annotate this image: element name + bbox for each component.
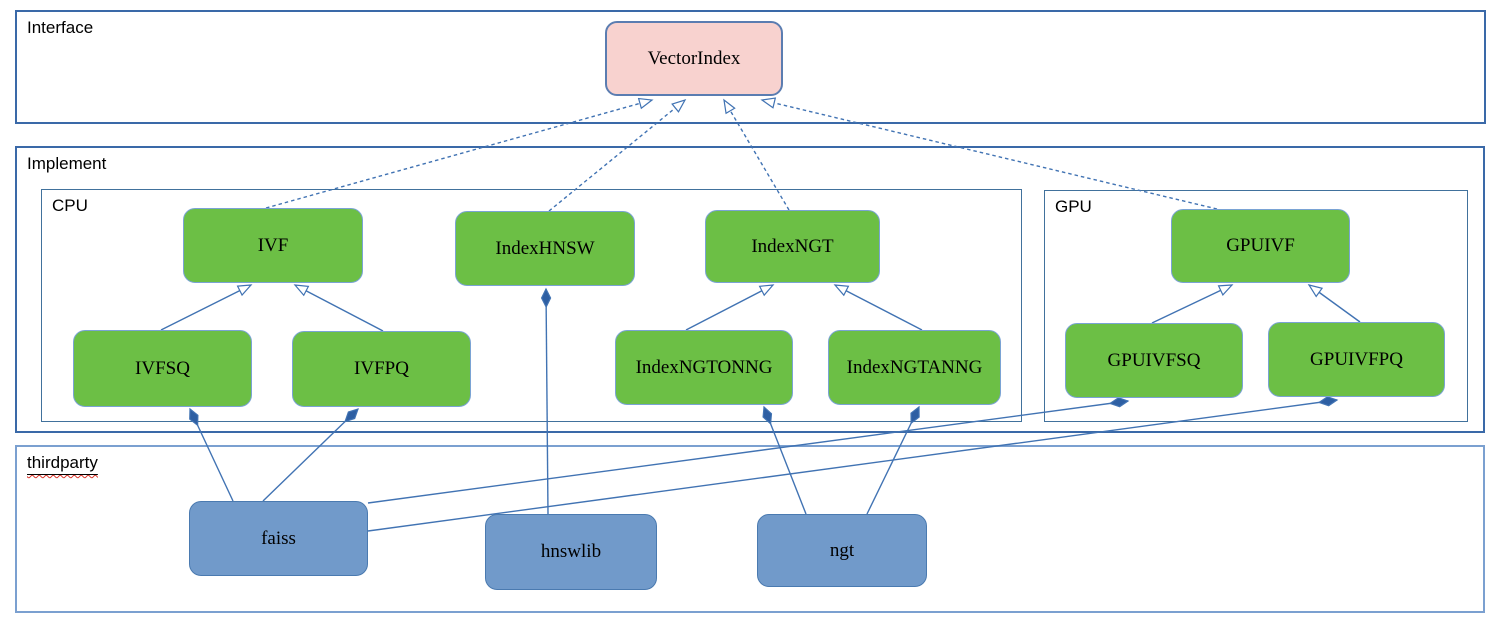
node-ivf[interactable]: IVF [183, 208, 363, 283]
node-label-ivf: IVF [257, 234, 289, 256]
node-label-hnswlib: hnswlib [540, 541, 602, 562]
node-hnswlib[interactable]: hnswlib [485, 514, 657, 590]
node-label-ivfsq: IVFSQ [135, 357, 190, 379]
container-label-wrap-interface: Interface [27, 18, 93, 38]
node-label-gpuivfpq: GPUIVFPQ [1310, 348, 1403, 370]
node-label-ngt: ngt [829, 539, 855, 561]
node-ivfsq[interactable]: IVFSQ [73, 330, 252, 407]
container-label-wrap-gpu: GPU [1055, 197, 1092, 217]
node-ivfpq[interactable]: IVFPQ [292, 331, 471, 407]
container-label-thirdparty: thirdparty [27, 453, 98, 472]
node-faiss[interactable]: faiss [189, 501, 368, 576]
node-label-ivfpq: IVFPQ [354, 358, 409, 379]
node-label-gpuivf: GPUIVF [1226, 235, 1295, 256]
node-indexngt[interactable]: IndexNGT [705, 210, 880, 283]
container-label-wrap-implement: Implement [27, 154, 106, 174]
container-label-implement: Implement [27, 154, 107, 173]
node-ngt[interactable]: ngt [757, 514, 927, 587]
node-label-vectorindex: VectorIndex [647, 47, 741, 69]
node-label-indexngtonng: IndexNGTONNG [635, 356, 773, 378]
node-label-faiss: faiss [261, 527, 296, 549]
node-indexngtanng[interactable]: IndexNGTANNG [828, 330, 1001, 405]
node-gpuivfsq[interactable]: GPUIVFSQ [1065, 323, 1243, 398]
container-label-cpu: CPU [52, 196, 88, 215]
node-label-indexhnsw: IndexHNSW [495, 237, 595, 259]
container-label-interface: Interface [27, 18, 94, 37]
node-label-indexngt: IndexNGT [751, 235, 834, 257]
node-indexngtonng[interactable]: IndexNGTONNG [615, 330, 793, 405]
node-gpuivf[interactable]: GPUIVF [1171, 209, 1350, 283]
node-indexhnsw[interactable]: IndexHNSW [455, 211, 635, 286]
node-label-indexngtanng: IndexNGTANNG [846, 356, 983, 378]
container-label-wrap-thirdparty: thirdparty [27, 453, 98, 473]
node-label-gpuivfsq: GPUIVFSQ [1107, 349, 1201, 371]
container-label-gpu: GPU [1055, 197, 1092, 216]
node-vectorindex[interactable]: VectorIndex [605, 21, 783, 96]
container-label-wrap-cpu: CPU [52, 196, 88, 216]
node-gpuivfpq[interactable]: GPUIVFPQ [1268, 322, 1445, 397]
